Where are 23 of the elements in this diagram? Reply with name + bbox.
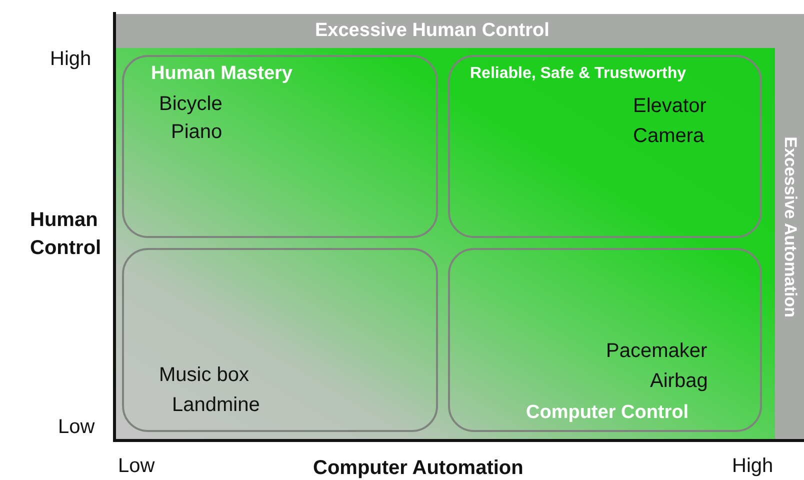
example-text: Elevator [633, 95, 706, 118]
example-text: Landmine [172, 394, 260, 417]
quadrant-panel [448, 55, 762, 238]
zone-heading: Computer Control [526, 402, 689, 424]
example-text: Bicycle [159, 93, 222, 116]
example-text: Pacemaker [606, 340, 708, 363]
zone-heading: Excessive Automation [780, 136, 800, 318]
axis-tick-label: Low [118, 455, 155, 478]
example-text: Airbag [650, 370, 708, 393]
axis-tick-label: Low [58, 416, 95, 439]
quadrant-panel [448, 248, 762, 432]
example-text: Camera [633, 125, 704, 148]
example-text: Piano [171, 121, 222, 144]
zone-heading: Human Mastery [151, 63, 292, 85]
zone-heading: Excessive Human Control [315, 20, 550, 42]
quadrant-panel [122, 248, 438, 432]
axis-tick-label: High [732, 455, 774, 478]
quadrant-panel [122, 55, 438, 238]
axis-title: Computer Automation [313, 457, 524, 480]
zone-heading: Reliable, Safe & Trustworthy [470, 65, 686, 83]
example-text: Music box [159, 364, 250, 387]
axis-title: Human Control [30, 208, 102, 261]
axis-tick-label: High [50, 48, 92, 71]
